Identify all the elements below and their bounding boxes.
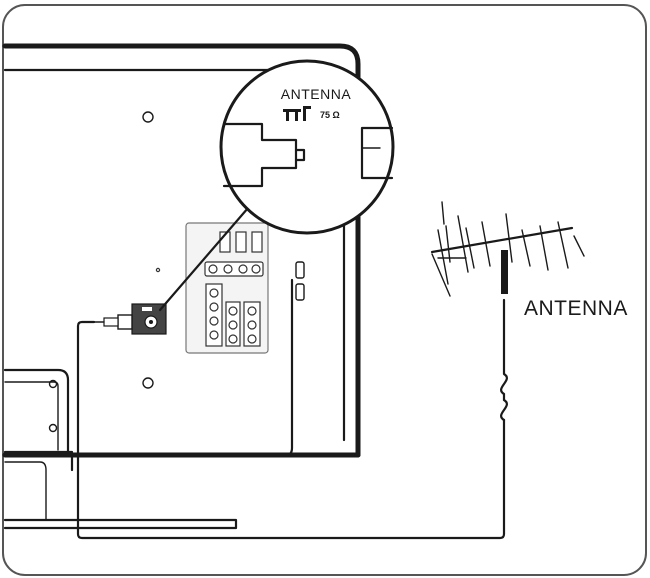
cable-break-icon [500,298,508,422]
antenna-label: ANTENNA [524,297,628,320]
coax-plug [93,314,133,330]
antenna-port-symbol-icon [283,106,311,121]
diagram-frame [2,4,647,576]
callout-line [158,206,250,312]
jack-detail-inset: ANTENNA 75 Ω [219,59,395,235]
tv-stand [3,368,238,530]
inset-impedance-label: 75 Ω [320,110,340,120]
coax-cable [76,320,506,540]
rooftop-antenna-icon [430,201,585,297]
inset-antenna-title: ANTENNA [281,86,352,102]
